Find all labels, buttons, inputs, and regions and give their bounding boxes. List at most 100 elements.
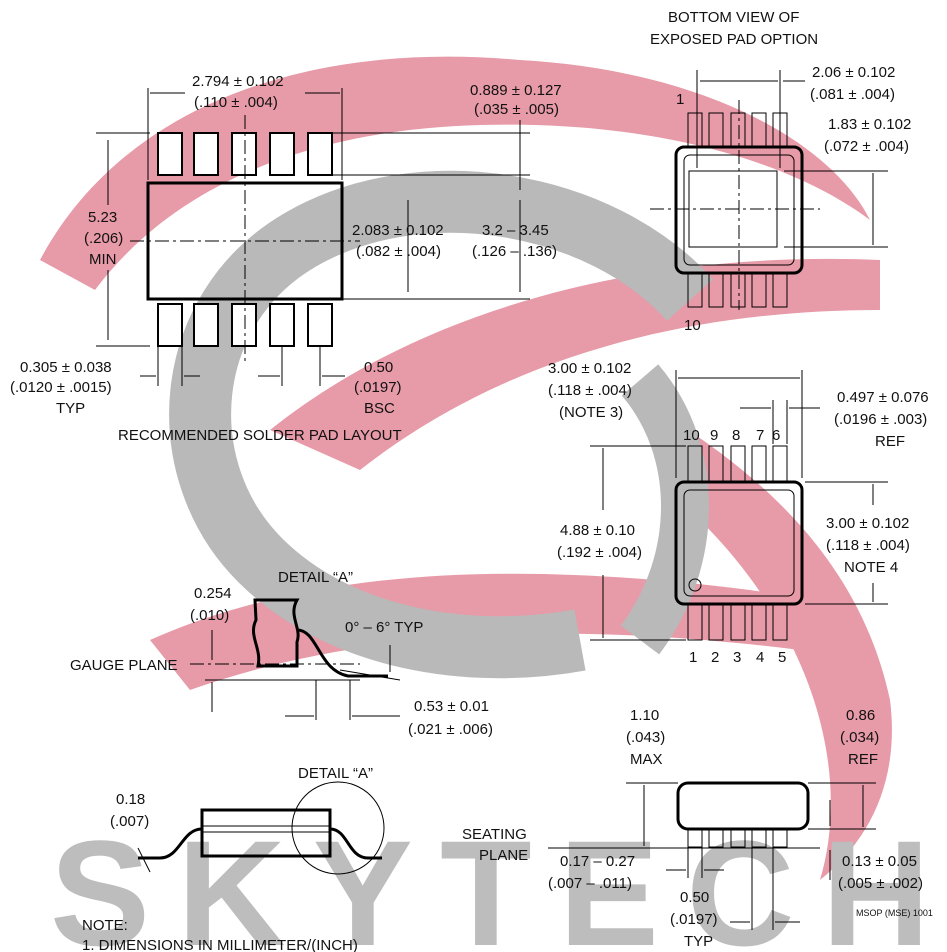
solder-pad <box>193 303 219 347</box>
top-view-body <box>674 480 804 606</box>
drawing-id: MSOP (MSE) 1001 <box>856 908 933 918</box>
center-span-mm: 2.083 ± 0.102 <box>352 222 444 239</box>
detail-a-callout-circle <box>291 781 385 875</box>
pad-pitch-note: BSC <box>364 400 395 417</box>
side-view-left-lead <box>138 827 203 860</box>
solder-pad-layout: 2.794 ± 0.102 (.110 ± .004) 0.889 ± 0.12… <box>10 73 562 444</box>
lead-width-in: (.0196 ± .003) <box>834 411 927 428</box>
end-view: 1.10 (.043) MAX 0.86 (.034) REF SEATING … <box>462 707 933 950</box>
bottom-view-title-1: BOTTOM VIEW OF <box>668 9 799 26</box>
pad-length-in: (.035 ± .005) <box>474 101 559 118</box>
gauge-height-mm: 0.254 <box>194 585 232 602</box>
top-view-leads <box>687 445 788 641</box>
standoff-in: (.005 ± .002) <box>838 875 923 892</box>
bottom-view-leads <box>687 112 788 308</box>
bottom-pin-numbers: 1 2 3 4 5 <box>689 649 786 666</box>
note-title: NOTE: <box>82 917 128 934</box>
overall-length-mm: 4.88 ± 0.10 <box>560 522 635 539</box>
pin-number: 10 <box>683 427 700 444</box>
pad-width-mm: 2.794 ± 0.102 <box>192 73 284 90</box>
exposed-pad-height-mm: 1.83 ± 0.102 <box>828 116 911 133</box>
gauge-height-in: (.010) <box>190 607 229 624</box>
side-detail-label: DETAIL “A” <box>298 765 373 782</box>
pin-number: 2 <box>711 649 719 666</box>
pin-number: 9 <box>710 427 718 444</box>
body-height-ref-in: (.034) <box>840 729 879 746</box>
solder-pad <box>231 132 257 176</box>
end-pitch-in: (.0197) <box>670 911 718 928</box>
side-lead-thickness-dim <box>137 847 151 873</box>
solder-pad <box>269 132 295 176</box>
standoff-mm: 0.13 ± 0.05 <box>842 853 917 870</box>
foot-length-mm: 0.53 ± 0.01 <box>414 698 489 715</box>
pad-length-mm: 0.889 ± 0.127 <box>470 82 562 99</box>
body-height-ref-mm: 0.86 <box>846 707 875 724</box>
body-width-mm: 3.00 ± 0.102 <box>826 515 909 532</box>
pin-number: 6 <box>772 427 780 444</box>
solder-pad <box>157 303 183 347</box>
top-view: 3.00 ± 0.102 (.118 ± .004) (NOTE 3) 0.49… <box>548 360 929 666</box>
solder-pad <box>231 303 257 347</box>
solder-pad <box>307 303 333 347</box>
pad-row-top <box>157 132 333 176</box>
detail-a-dimensions <box>205 630 401 720</box>
pad-w-mm: 0.305 ± 0.038 <box>20 359 112 376</box>
body-length-note: (NOTE 3) <box>559 404 623 421</box>
pad-w-in: (.0120 ± .0015) <box>10 379 112 396</box>
end-view-dimensions <box>626 782 876 930</box>
watermark-gray-ring <box>169 170 714 679</box>
lead-thickness-mm: 0.18 <box>116 791 145 808</box>
watermark-red-swoosh-upper <box>40 56 870 290</box>
exposed-pad-width-mm: 2.06 ± 0.102 <box>812 64 895 81</box>
lead-thickness-in: (.007) <box>110 813 149 830</box>
pin-number: 8 <box>732 427 740 444</box>
pin-1-marker-icon <box>688 578 702 592</box>
exposed-pad-height-in: (.072 ± .004) <box>824 138 909 155</box>
height-max-mm: 1.10 <box>630 707 659 724</box>
body-width-in: (.118 ± .004) <box>826 537 910 554</box>
bottom-view: BOTTOM VIEW OF EXPOSED PAD OPTION 2.06 ±… <box>650 9 911 334</box>
side-view-body <box>200 808 332 858</box>
pin-number: 3 <box>733 649 741 666</box>
note-1: 1. DIMENSIONS IN MILLIMETER/(INCH) <box>82 937 358 952</box>
top-pin-numbers: 10 9 8 7 6 <box>683 427 780 444</box>
bottom-view-dimensions <box>696 70 888 248</box>
end-lead-width-mm: 0.17 – 0.27 <box>560 853 635 870</box>
body-height-ref-note: REF <box>848 751 878 768</box>
pad-pitch-in: (.0197) <box>354 379 402 396</box>
lead-width-mm: 0.497 ± 0.076 <box>837 389 929 406</box>
seating-plane-label-2: PLANE <box>479 847 528 864</box>
dimension-lines <box>96 88 530 386</box>
solder-layout-caption: RECOMMENDED SOLDER PAD LAYOUT <box>118 427 402 444</box>
bottom-pin-1-label: 1 <box>676 91 684 108</box>
bottom-view-title-2: EXPOSED PAD OPTION <box>650 31 818 48</box>
height-max-note: MAX <box>630 751 663 768</box>
lead-width-note: REF <box>875 433 905 450</box>
end-view-leads <box>687 828 788 848</box>
overall-length-in: (.192 ± .004) <box>557 544 642 561</box>
detail-a-title: DETAIL “A” <box>278 569 353 586</box>
watermark-red-swoosh-middle <box>270 258 880 470</box>
detail-a-body-section <box>252 598 300 668</box>
end-view-body <box>676 781 810 831</box>
pin-number: 7 <box>756 427 764 444</box>
watermark-text: SKYTECH <box>50 809 930 952</box>
top-view-inner-edge <box>683 489 795 597</box>
bottom-pin-10-label: 10 <box>684 317 701 334</box>
pad-row-bottom <box>157 303 333 347</box>
center-span-in: (.082 ± .004) <box>356 243 441 260</box>
detail-a-lead <box>296 628 388 678</box>
watermark-gray-arc <box>620 364 709 655</box>
body-length-in: (.118 ± .004) <box>548 382 632 399</box>
pad-width-in: (.110 ± .004) <box>194 94 278 111</box>
outer-span-in: (.126 – .136) <box>472 243 557 260</box>
end-lead-width-in: (.007 – .011) <box>548 875 632 892</box>
gauge-plane-label: GAUGE PLANE <box>70 657 178 674</box>
foot-length-in: (.021 ± .006) <box>408 721 493 738</box>
pad-pitch-mm: 0.50 <box>364 359 393 376</box>
solder-pad <box>269 303 295 347</box>
layout-height-mm: 5.23 <box>88 209 117 226</box>
detail-a: DETAIL “A” 0.254 (.010) 0° – 6° TYP GAUG… <box>70 569 493 738</box>
